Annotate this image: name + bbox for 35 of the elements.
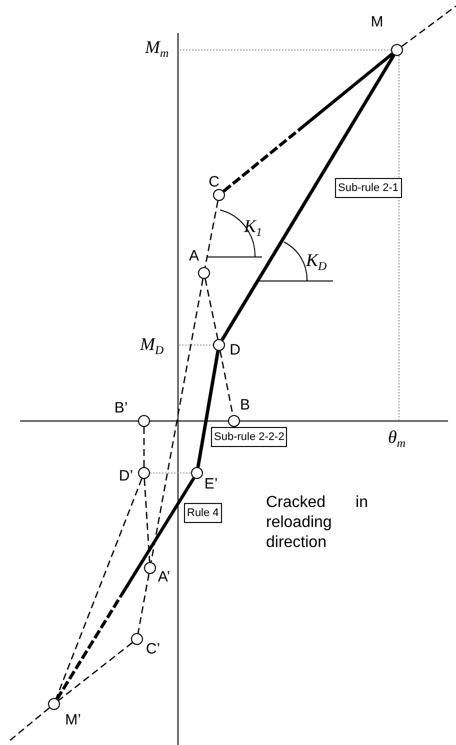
- dashed-line: [204, 278, 218, 340]
- partly-dashed-line: [222, 52, 394, 192]
- dashed-line: [137, 574, 150, 634]
- point-label: M: [370, 14, 384, 30]
- point-label: M’: [65, 712, 81, 728]
- axis-label: θ$_{m}$: [388, 428, 406, 449]
- dotted-line: [150, 472, 192, 474]
- annotation-text: Cracked in reloading direction: [266, 493, 368, 553]
- dashed-line: [8, 707, 50, 742]
- axis-label: M$_{D}$: [140, 335, 164, 356]
- point-label: D’: [118, 468, 134, 484]
- point-label: A’: [158, 570, 170, 584]
- angle-label: K$_{1}$: [244, 217, 262, 238]
- dashed-line: [150, 278, 204, 562]
- point-label: A: [189, 248, 199, 264]
- point-label: D: [230, 342, 240, 358]
- dashed-line: [143, 427, 145, 467]
- thick-line: [220, 54, 396, 341]
- rule-label: Sub-rule 2-1: [335, 178, 402, 198]
- point-label: E’: [204, 476, 218, 492]
- angle-label: K$_{D}$: [306, 251, 327, 272]
- dashed-line: [204, 200, 218, 268]
- rule-label: Sub-rule 2-2-2: [211, 427, 288, 448]
- partly-dashed-line: [56, 477, 196, 700]
- thick-line: [196, 350, 220, 468]
- point-label: C’: [146, 642, 160, 656]
- point-label: C: [208, 174, 220, 190]
- dashed-line: [401, 5, 456, 47]
- axis-label: M$_{m}$: [145, 38, 169, 59]
- dashed-line: [58, 642, 133, 701]
- point-label: B’: [114, 400, 128, 416]
- dashed-line: [56, 478, 142, 699]
- rule-label: Rule 4: [184, 503, 222, 524]
- dashed-line: [144, 478, 150, 562]
- point-label: B: [240, 398, 250, 412]
